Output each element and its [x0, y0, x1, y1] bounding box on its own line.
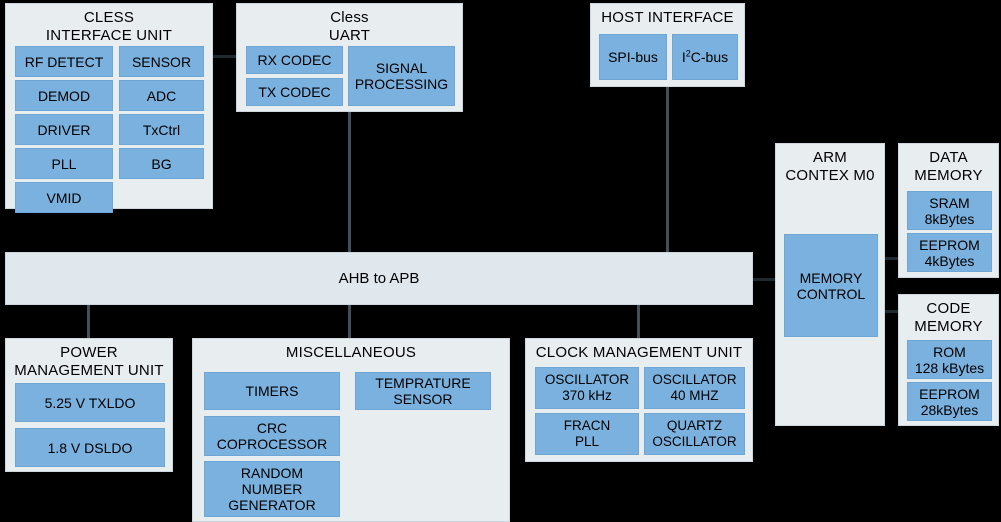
block-oscillator-40mhz[interactable]: OSCILLATOR 40 MHZ — [644, 367, 745, 409]
connector-arm-to-data-memory — [874, 257, 898, 260]
block-oscillator-370khz[interactable]: OSCILLATOR 370 kHz — [535, 367, 639, 409]
group-cless-uart: Cless UART RX CODEC TX CODEC SIGNAL PROC… — [236, 3, 463, 112]
block-temperature-sensor[interactable]: TEMPRATURE SENSOR — [355, 372, 491, 410]
block-timers[interactable]: TIMERS — [204, 372, 340, 410]
i2c-bus-label: I2C-bus — [681, 48, 729, 65]
connector-host-to-bus — [666, 87, 669, 252]
group-data-memory: DATA MEMORY SRAM 8kBytes EEPROM 4kBytes — [898, 143, 999, 278]
block-data-eeprom[interactable]: EEPROM 4kBytes — [907, 233, 992, 272]
group-host-interface: HOST INTERFACE SPI-bus I2C-bus — [590, 3, 745, 87]
group-cless-interface-unit: CLESS INTERFACE UNIT RF DETECT SENSOR DE… — [5, 3, 213, 213]
block-adc[interactable]: ADC — [119, 80, 204, 111]
block-signal-processing[interactable]: SIGNAL PROCESSING — [348, 46, 455, 106]
bus-label: AHB to APB — [338, 270, 420, 287]
miscellaneous-title: MISCELLANEOUS — [285, 344, 417, 361]
block-rx-codec[interactable]: RX CODEC — [246, 46, 343, 74]
block-txctrl[interactable]: TxCtrl — [119, 114, 204, 145]
cless-interface-unit-title: CLESS INTERFACE UNIT — [45, 9, 173, 44]
block-i2c-bus[interactable]: I2C-bus — [672, 34, 738, 80]
block-vmid[interactable]: VMID — [15, 182, 113, 213]
block-bg[interactable]: BG — [119, 148, 204, 179]
block-pll[interactable]: PLL — [15, 148, 113, 179]
block-dsldo[interactable]: 1.8 V DSLDO — [15, 428, 165, 467]
connector-uart-to-bus — [348, 112, 351, 252]
block-rom[interactable]: ROM 128 kBytes — [907, 340, 992, 379]
power-management-unit-title: POWER MANAGEMENT UNIT — [14, 344, 164, 379]
block-demod[interactable]: DEMOD — [15, 80, 113, 111]
block-spi-bus[interactable]: SPI-bus — [599, 34, 667, 80]
connector-cless-to-uart — [213, 55, 236, 58]
group-clock-management-unit: CLOCK MANAGEMENT UNIT OSCILLATOR 370 kHz… — [525, 338, 753, 462]
data-memory-title: DATA MEMORY — [914, 149, 983, 184]
block-quartz-oscillator[interactable]: QUARTZ OSCILLATOR — [644, 413, 745, 455]
group-code-memory: CODE MEMORY ROM 128 kBytes EEPROM 28kByt… — [898, 294, 999, 426]
block-memory-control[interactable]: MEMORY CONTROL — [784, 234, 878, 337]
group-power-management-unit: POWER MANAGEMENT UNIT 5.25 V TXLDO 1.8 V… — [5, 338, 173, 472]
block-rf-detect[interactable]: RF DETECT — [15, 46, 113, 77]
block-crc-coprocessor[interactable]: CRC COPROCESSOR — [204, 416, 340, 456]
connector-arm-to-code-memory — [874, 310, 898, 313]
block-driver[interactable]: DRIVER — [15, 114, 113, 145]
connector-bus-to-misc — [348, 305, 351, 338]
group-miscellaneous: MISCELLANEOUS TIMERS TEMPRATURE SENSOR C… — [192, 338, 510, 522]
block-fracn-pll[interactable]: FRACN PLL — [535, 413, 639, 455]
block-code-eeprom[interactable]: EEPROM 28kBytes — [907, 382, 992, 421]
clock-management-unit-title: CLOCK MANAGEMENT UNIT — [535, 344, 743, 361]
host-interface-title: HOST INTERFACE — [601, 9, 734, 26]
block-txldo[interactable]: 5.25 V TXLDO — [15, 383, 165, 422]
bus-ahb-to-apb: AHB to APB — [5, 252, 753, 305]
block-sram[interactable]: SRAM 8kBytes — [907, 191, 992, 230]
block-sensor[interactable]: SENSOR — [119, 46, 204, 77]
block-tx-codec[interactable]: TX CODEC — [246, 78, 343, 106]
block-random-number-generator[interactable]: RANDOM NUMBER GENERATOR — [204, 461, 340, 517]
arm-core-title: ARM CONTEX M0 — [785, 149, 875, 184]
code-memory-title: CODE MEMORY — [914, 300, 983, 335]
connector-bus-to-arm — [752, 278, 776, 281]
cless-uart-title: Cless UART — [328, 9, 371, 44]
connector-bus-to-pmu — [87, 305, 90, 338]
connector-bus-to-cmu — [637, 305, 640, 338]
group-arm-core: ARM CONTEX M0 MEMORY CONTROL — [775, 143, 885, 426]
